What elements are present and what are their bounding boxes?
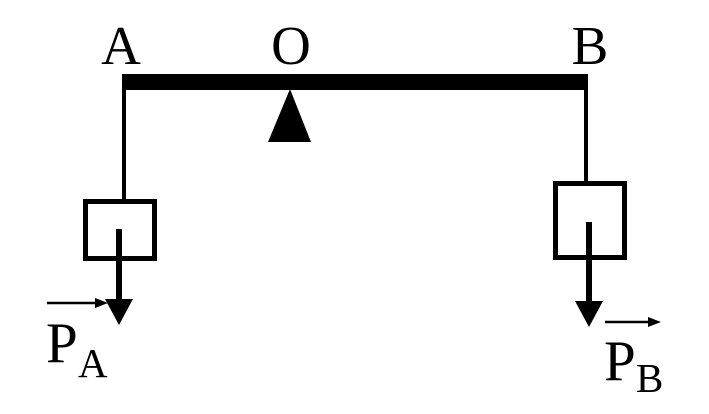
right-force-symbol: P (604, 330, 636, 393)
right-force-subscript: B (636, 355, 663, 401)
beam (122, 74, 588, 90)
left-vector-overbar-arrowhead (95, 298, 108, 308)
right-force-arrowhead (575, 301, 603, 327)
left-force-symbol: P (46, 312, 78, 375)
left-force-subscript: A (78, 340, 108, 386)
right-force-label: P B (604, 317, 663, 401)
beam-right-end-label: B (572, 15, 609, 76)
right-force-arrow (575, 222, 603, 327)
left-force-arrow (105, 229, 133, 325)
beam-left-end-label: A (101, 15, 141, 76)
left-force-arrowhead (105, 299, 133, 325)
fulcrum-triangle (268, 89, 311, 142)
left-force-label: P A (46, 298, 108, 386)
right-vector-overbar-arrowhead (648, 317, 661, 327)
beam-pivot-label: O (271, 15, 311, 76)
